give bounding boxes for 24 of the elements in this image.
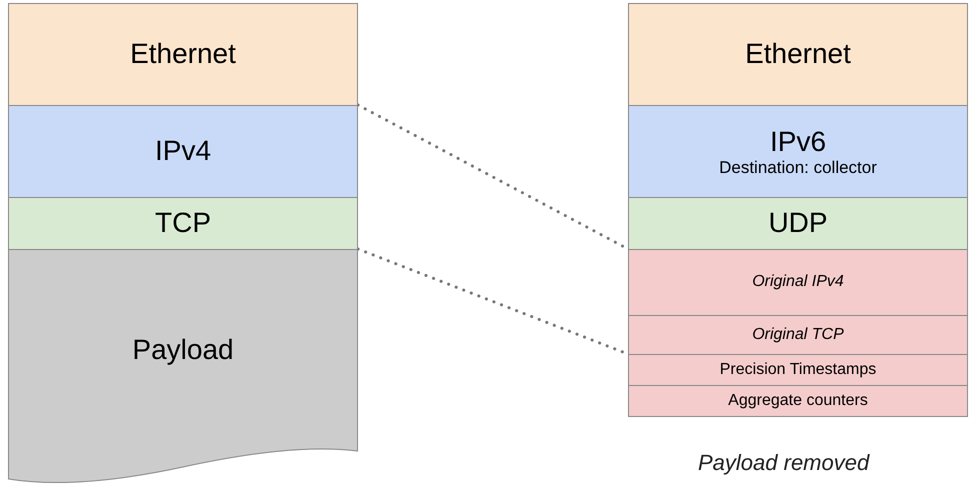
payload-block <box>8 249 358 486</box>
header-block <box>628 105 968 198</box>
block-label: UDP <box>768 207 828 240</box>
block-label: Original IPv4 <box>752 273 844 292</box>
block-label: Aggregate counters <box>728 392 868 410</box>
block-label: IPv4 <box>154 135 212 168</box>
block-label: TCP <box>155 207 211 240</box>
header-block <box>8 105 358 198</box>
block-label: IPv6 <box>770 126 826 158</box>
header-block <box>8 197 358 250</box>
block-note: Destination: collector <box>719 158 877 178</box>
header-block <box>628 354 968 386</box>
header-block <box>628 3 968 106</box>
block-label: Ethernet <box>745 38 851 71</box>
block-label: Ethernet <box>130 38 236 71</box>
header-block <box>628 197 968 250</box>
note-text: Payload removed <box>698 450 870 476</box>
header-block <box>8 3 358 106</box>
block-label: Payload <box>132 334 234 366</box>
header-block <box>628 249 968 316</box>
header-block <box>628 315 968 355</box>
block-label: Precision Timestamps <box>720 360 876 380</box>
header-block <box>628 385 968 417</box>
block-label: Original TCP <box>752 326 844 344</box>
